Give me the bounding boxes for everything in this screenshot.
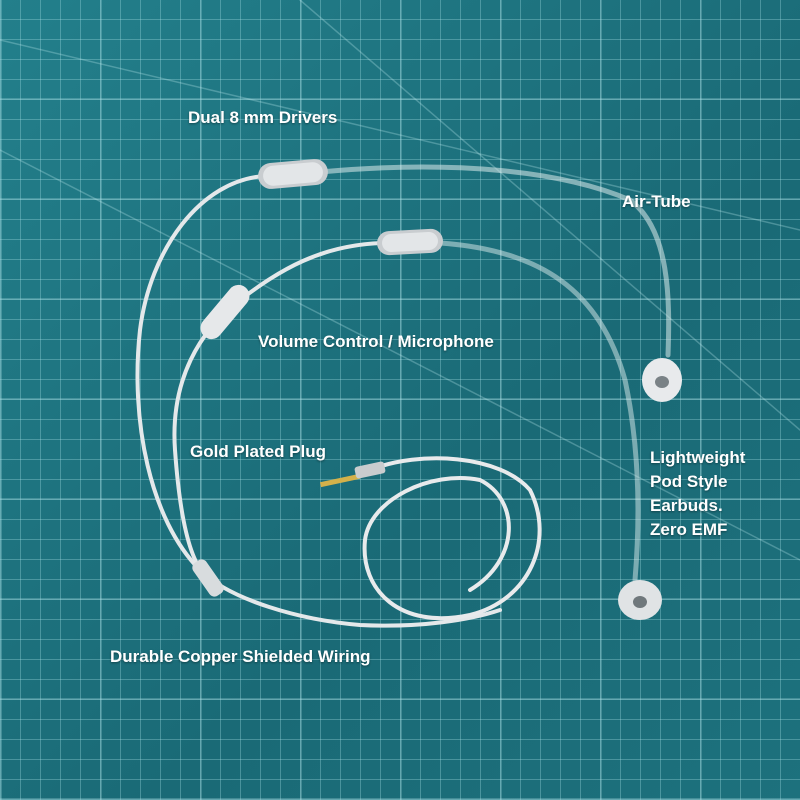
label-earbuds-line: Zero EMF <box>650 520 728 539</box>
cable-to-plug <box>362 456 542 621</box>
label-earbuds-line: Earbuds. <box>650 496 723 515</box>
plug <box>320 461 386 488</box>
earbud-lower <box>618 580 662 620</box>
air-tube-upper <box>317 164 672 358</box>
label-plug: Gold Plated Plug <box>190 442 327 461</box>
cable-right <box>172 241 385 577</box>
splitter <box>192 559 224 597</box>
cable-left <box>135 174 502 628</box>
volume-control <box>200 284 250 340</box>
air-tube-lower <box>437 240 641 583</box>
diagonal-mat-line <box>0 39 800 231</box>
driver-lower <box>377 228 443 256</box>
label-earbuds: Lightweight Pod Style Earbuds. Zero EMF <box>650 446 745 542</box>
label-air-tube: Air-Tube <box>622 192 691 211</box>
label-earbuds-line: Pod Style <box>650 472 728 491</box>
diagonal-mat-line <box>299 0 800 431</box>
earbud-upper <box>642 358 682 402</box>
label-drivers: Dual 8 mm Drivers <box>188 108 338 127</box>
label-wiring: Durable Copper Shielded Wiring <box>110 647 371 666</box>
label-earbuds-line: Lightweight <box>650 448 746 467</box>
label-volume-control: Volume Control / Microphone <box>258 332 494 351</box>
driver-upper <box>258 159 328 189</box>
diagonal-mat-line <box>0 149 800 561</box>
